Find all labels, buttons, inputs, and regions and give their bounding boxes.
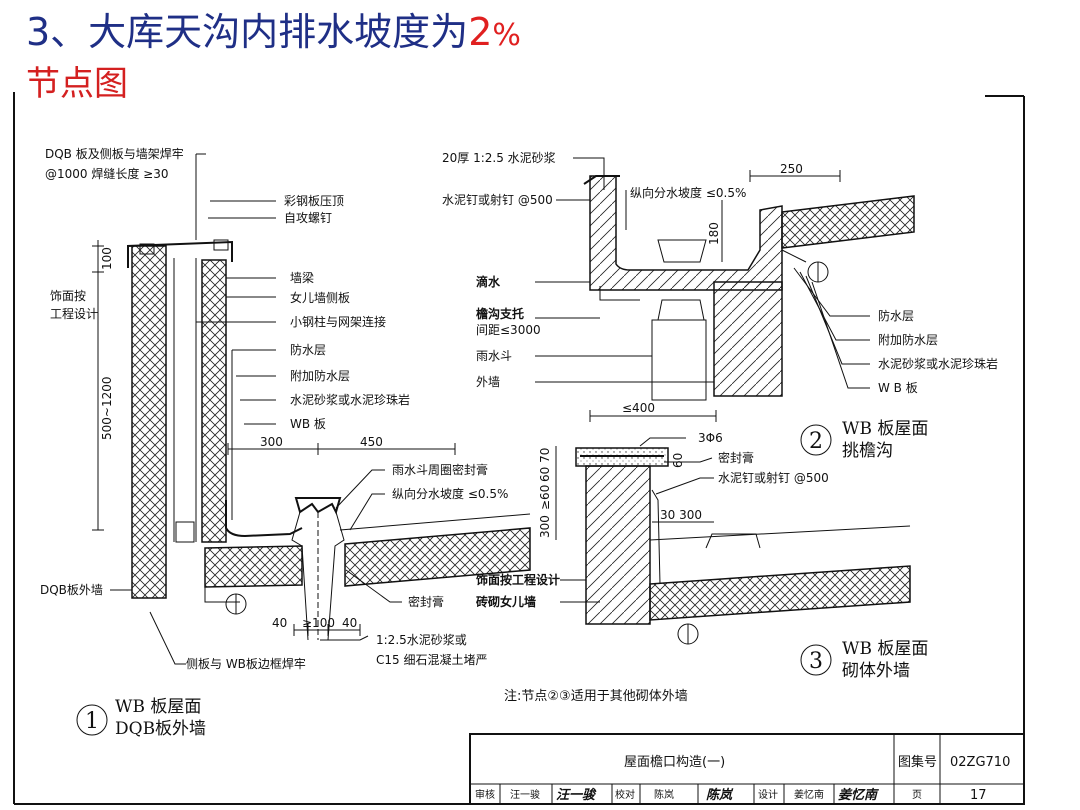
label-waterproof-1: 防水层	[290, 342, 326, 357]
dim-100: 100	[100, 247, 114, 270]
detail-2: 250 180 20厚 1:2.5 水泥砂浆 水泥钉或射钉 @500 纵向分水坡…	[442, 150, 998, 461]
label-brick-parapet: 砖砌女儿墙	[476, 594, 536, 609]
label-mortar-2: 水泥砂浆或水泥珍珠岩	[878, 356, 998, 371]
dqb-wall-panel	[131, 245, 167, 599]
label-wb-plate-2: W B 板	[878, 381, 918, 395]
label-extra-waterproof-2: 附加防水层	[878, 332, 938, 347]
title-highlight: 2	[468, 10, 493, 54]
parapet-panel	[201, 259, 227, 543]
dim-300v: 300	[538, 515, 552, 538]
reviewer: 汪一骏	[510, 788, 540, 801]
dim-400: ≤400	[622, 401, 655, 415]
dim-60-70: 60 70	[538, 448, 552, 482]
detail-2-number: 2	[809, 429, 823, 454]
detail-1-caption-1: WB 板屋面	[115, 697, 201, 717]
detail-3-caption-2: 砌体外墙	[842, 661, 910, 681]
design-label: 设计	[758, 788, 778, 801]
label-sealant-3: 密封膏	[718, 450, 754, 465]
label-wall-frame: 墙梁	[290, 270, 314, 285]
label-mortar-1: 水泥砂浆或水泥珍珠岩	[290, 392, 410, 407]
label-gutter-support-2: 间距≤3000	[476, 323, 541, 337]
label-nail-2: 水泥钉或射钉 @500	[442, 192, 553, 207]
roof-slab-2b	[781, 195, 915, 249]
label-finish-1: 饰面按	[50, 289, 86, 303]
gutter-2	[589, 175, 783, 291]
detail-1-number: 1	[85, 709, 99, 734]
drawing-name: 屋面檐口构造(一)	[624, 755, 725, 770]
check-label: 校对	[615, 788, 635, 801]
label-finish-2: 工程设计	[50, 306, 98, 321]
label-self-tap-screw: 自攻螺钉	[284, 211, 332, 225]
atlas-label: 图集号	[898, 754, 937, 770]
label-dqb-weld-1: DQB 板及侧板与墙架焊牢	[45, 146, 184, 161]
note: 注:节点②③适用于其他砌体外墙	[504, 689, 688, 704]
label-gutter-support-1: 檐沟支托	[476, 306, 524, 321]
dim-40a: 40	[272, 616, 287, 630]
title-suffix: %	[492, 18, 521, 53]
dim-180: 180	[707, 222, 721, 245]
title-block: 屋面檐口构造(一) 图集号 02ZG710 审核 汪一骏 汪一骏 校对 陈岚 陈…	[469, 733, 1025, 805]
review-label: 审核	[475, 788, 495, 801]
roof-slab-3	[649, 565, 911, 621]
dim-40b: 40	[342, 616, 357, 630]
label-rebar: 3Φ6	[698, 431, 723, 445]
brick-parapet-3	[585, 465, 651, 625]
dim-450: 450	[360, 435, 383, 449]
dim-60s: 60	[671, 453, 685, 468]
label-nail-3: 水泥钉或射钉 @500	[718, 470, 829, 485]
checker-signature: 陈岚	[706, 787, 734, 803]
label-drain-sealant: 雨水斗周圈密封膏	[392, 462, 488, 477]
dim-500-1200: 500~1200	[100, 377, 114, 441]
drain-outlet-1	[294, 497, 342, 515]
label-small-steel-col: 小钢柱与网架连接	[290, 314, 386, 329]
label-drip: 滴水	[476, 274, 501, 289]
label-dqb-weld-2: @1000 焊缝长度 ≥30	[45, 166, 169, 181]
label-side-weld: 侧板与 WB板边框焊牢	[186, 656, 306, 671]
label-color-plate: 彩钢板压顶	[284, 194, 344, 208]
label-dqb-wall: DQB板外墙	[40, 583, 103, 597]
atlas-number: 02ZG710	[950, 755, 1010, 770]
detail-3: ≤400 60 70 ≥60 300 30 300 60 3Φ6 密封膏 水泥钉…	[476, 401, 928, 681]
designer-signature: 姜忆南	[838, 787, 879, 803]
reviewer-signature: 汪一骏	[556, 787, 597, 803]
label-finish-3: 饰面按工程设计	[476, 572, 560, 587]
detail-3-caption-1: WB 板屋面	[842, 639, 928, 659]
label-fill-2: C15 细石混凝土堵严	[376, 652, 487, 667]
page-label: 页	[912, 789, 922, 801]
roof-slab-1	[204, 545, 303, 588]
label-wb-plate-1: WB 板	[290, 417, 326, 431]
label-slope-2: 纵向分水坡度 ≤0.5%	[630, 185, 746, 200]
detail-1: 100 500~1200 300 450 40 ≥100 40 DQB	[40, 146, 531, 739]
designer: 姜忆南	[794, 788, 824, 801]
dim-30-300: 30 300	[660, 508, 702, 522]
label-mortar20: 20厚 1:2.5 水泥砂浆	[442, 150, 556, 165]
checker: 陈岚	[654, 788, 674, 801]
detail-3-number: 3	[809, 649, 823, 674]
label-drain-2: 雨水斗	[476, 349, 512, 363]
label-parapet-side: 女儿墙侧板	[290, 290, 350, 305]
drain-outlet-2	[657, 239, 707, 263]
dim-60: ≥60	[538, 485, 552, 510]
detail-2-caption-1: WB 板屋面	[842, 419, 928, 439]
dim-100b: ≥100	[302, 616, 335, 630]
label-fill-1: 1:2.5水泥砂浆或	[376, 632, 467, 647]
page-number: 17	[970, 788, 987, 803]
title-prefix: 3、大库天沟内排水坡度为	[26, 10, 469, 54]
label-sealant-1: 密封膏	[408, 594, 444, 609]
dim-300: 300	[260, 435, 283, 449]
label-slope-1: 纵向分水坡度 ≤0.5%	[392, 486, 508, 501]
dim-250: 250	[780, 162, 803, 176]
label-extra-waterproof-1: 附加防水层	[290, 368, 350, 383]
roof-slab-2	[344, 527, 531, 587]
ext-wall-2	[713, 281, 783, 397]
slide-subtitle: 节点图	[26, 64, 128, 104]
label-ext-wall-2: 外墙	[476, 375, 500, 389]
label-waterproof-2: 防水层	[878, 308, 914, 323]
detail-1-caption-2: DQB板外墙	[115, 719, 206, 739]
slide-title: 3、大库天沟内排水坡度为2%	[26, 8, 521, 60]
detail-2-caption-2: 挑檐沟	[842, 441, 893, 461]
